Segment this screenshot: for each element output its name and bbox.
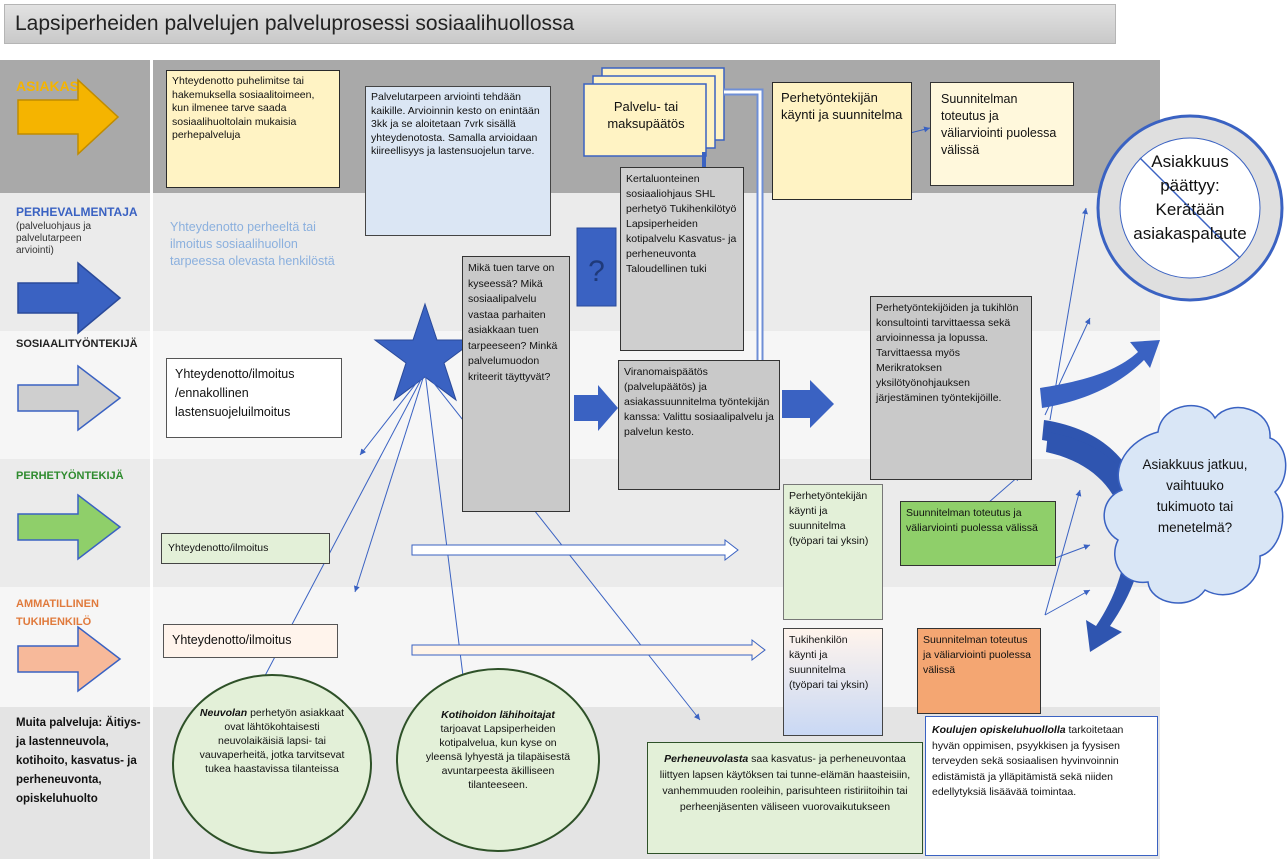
lane-arrow-tukihenkilo xyxy=(17,625,122,693)
box-mika-tuen-tarve: Mikä tuen tarve on kyseessä? Mikä sosiaa… xyxy=(462,256,570,512)
ellipse-neuvola: Neuvolan perhetyön asiakkaat ovat lähtök… xyxy=(172,674,372,854)
box-konsultointi: Perhetyöntekijöiden ja tukihlön konsulto… xyxy=(870,296,1032,480)
lane-label-tukihenkilo-2: TUKIHENKILÖ xyxy=(16,616,92,628)
label-column-divider xyxy=(150,60,153,859)
box-palvelutarpeen-arviointi: Palvelutarpeen arviointi tehdään kaikill… xyxy=(365,86,551,236)
lane-label-perhevalmentaja: PERHEVALMENTAJA xyxy=(16,205,138,219)
text-perheelta-ilmoitus: Yhteydenotto perheeltä tai ilmoitus sosi… xyxy=(170,220,335,268)
lane-arrow-perhevalmentaja xyxy=(17,261,122,335)
lane-sub-perhevalmentaja: (palveluohjaus ja palvelutarpeen arvioin… xyxy=(16,221,92,256)
box-suunnitelman-toteutus-green: Suunnitelman toteutus ja väliarviointi p… xyxy=(900,501,1056,566)
lane-arrow-perhetyontekija xyxy=(17,493,122,561)
kotihoito-rest: tarjoavat Lapsiperheiden kotipalvelua, k… xyxy=(425,723,571,791)
perheneuvola-rest: saa kasvatus- ja perheneuvontaa liittyen… xyxy=(659,753,911,813)
koulujen-rest: tarkoitetaan hyvän oppimisen, psyykkisen… xyxy=(932,724,1124,798)
box-perhetyontekijan-kaynti: Perhetyöntekijän käynti ja suunnitelma xyxy=(772,82,912,200)
lane-label-sosiaalityontekija: SOSIAALITYÖNTEKIJÄ xyxy=(16,338,138,350)
lane-label-muita: Muita palveluja: Äitiys- ja lastenneuvol… xyxy=(16,717,141,805)
curve-arrow-up xyxy=(1040,340,1160,408)
lane-label-perhetyontekija: PERHETYÖNTEKIJÄ xyxy=(16,470,124,482)
box-yhteydenotto-ilmoitus-tuki: Yhteydenotto/ilmoitus xyxy=(163,624,338,658)
box-tukihenkilon-kaynti: Tukihenkilön käynti ja suunnitelma (työp… xyxy=(783,628,883,736)
lane-arrow-sosiaalityontekija xyxy=(17,364,122,432)
box-koulujen-opiskeluhuolto: Koulujen opiskeluhuollolla tarkoitetaan … xyxy=(925,716,1158,856)
neuvola-rest: perhetyön asiakkaat ovat lähtökohtaisest… xyxy=(199,707,345,775)
ellipse-kotihoito: Kotihoidon lähihoitajat tarjoavat Lapsip… xyxy=(396,668,600,852)
box-suunnitelman-toteutus-top: Suunnitelman toteutus ja väliarviointi p… xyxy=(930,82,1074,186)
box-palvelut-lista: Kertaluonteinen sosiaaliohjaus SHL perhe… xyxy=(620,167,744,351)
curve-arrow-down xyxy=(1046,432,1144,652)
question-mark: ? xyxy=(588,255,605,288)
box-paatos: Palvelu- tai maksupäätös xyxy=(607,99,685,131)
box-suunnitelman-toteutus-orange: Suunnitelman toteutus ja väliarviointi p… xyxy=(917,628,1041,714)
box-yhteydenotto-ilmoitus-perhe: Yhteydenotto/ilmoitus xyxy=(161,533,330,564)
box-perhetyontekijan-kaynti-tyopari: Perhetyöntekijän käynti ja suunnitelma (… xyxy=(783,484,883,620)
text-asiakkuus-paattyy: Asiakkuus päättyy: Kerätään asiakaspalau… xyxy=(1133,152,1247,243)
arrow-to-viranomaispaatos xyxy=(574,385,618,431)
page-title: Lapsiperheiden palvelujen palveluprosess… xyxy=(4,4,1116,44)
arrow-to-konsultointi xyxy=(782,380,834,428)
lane-label-tukihenkilo-1: AMMATILLINEN xyxy=(16,598,99,610)
lane-label-asiakas: ASIAKAS xyxy=(16,78,80,94)
box-perheneuvola: Perheneuvolasta saa kasvatus- ja perhene… xyxy=(647,742,923,854)
koulujen-bold: Koulujen opiskeluhuollolla xyxy=(932,724,1066,736)
box-yhteydenotto-puhelimitse: Yhteydenotto puhelimitse tai hakemuksell… xyxy=(166,70,340,188)
lane-arrow-asiakas xyxy=(17,78,120,156)
box-viranomaispaatos: Viranomaispäätös (palvelupäätös) ja asia… xyxy=(618,360,780,490)
neuvola-bold: Neuvolan xyxy=(199,707,248,719)
star-shape xyxy=(373,302,477,402)
kotihoito-bold: Kotihoidon lähihoitajat xyxy=(441,709,555,721)
cloud-shape xyxy=(1103,404,1287,604)
box-yhteydenotto-ilmoitus-sos: Yhteydenotto/ilmoitus /ennakollinen last… xyxy=(166,358,342,438)
text-asiakkuus-jatkuu: Asiakkuus jatkuu, vaihtuuko tukimuoto ta… xyxy=(1142,457,1248,535)
perheneuvola-bold: Perheneuvolasta xyxy=(664,753,749,765)
